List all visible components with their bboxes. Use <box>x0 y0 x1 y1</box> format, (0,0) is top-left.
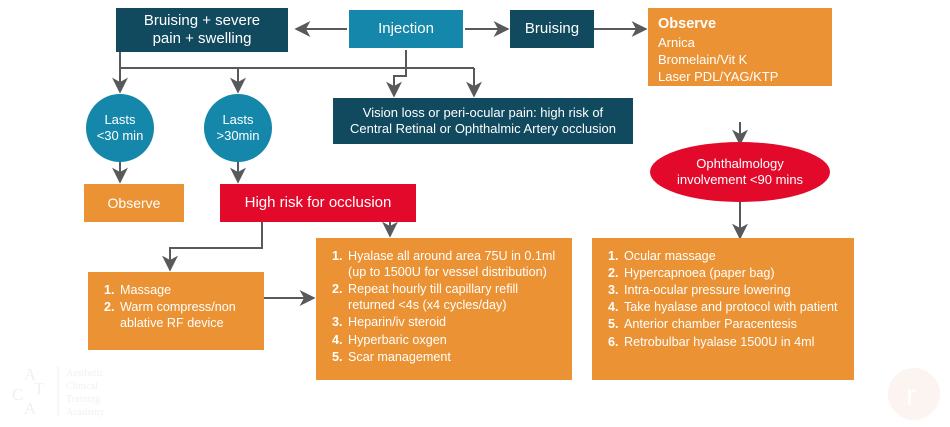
ocular-list-item: Take hyalase and protocol with patient <box>622 299 844 315</box>
observe-label: Observe <box>107 194 161 211</box>
massage-list-item: Massage <box>118 282 254 298</box>
node-high-risk-for-occlusion[interactable]: High risk for occlusion <box>220 184 416 222</box>
corner-logo-watermark: r <box>886 366 942 422</box>
ocular-list-item: Ocular massage <box>622 248 844 264</box>
node-hyalase-protocol[interactable]: Hyalase all around area 75U in 0.1ml (up… <box>316 238 572 380</box>
observe-treatment-item: Bromelain/Vit K <box>658 52 748 67</box>
node-bruising[interactable]: Bruising <box>510 10 594 48</box>
ocular-list-item: Intra-ocular pressure lowering <box>622 282 844 298</box>
hyalase-list-item: Hyperbaric oxgen <box>346 332 562 348</box>
lasts-under-30-line1: Lasts <box>104 111 136 127</box>
node-lasts-over-30-min[interactable]: Lasts >30min <box>204 94 272 162</box>
node-bruising-severe-pain-swelling[interactable]: Bruising + severe pain + swelling <box>116 8 288 52</box>
node-observe[interactable]: Observe <box>84 184 184 222</box>
high-risk-label: High risk for occlusion <box>244 194 392 212</box>
node-observe-treatments[interactable]: Observe Arnica Bromelain/Vit K Laser PDL… <box>648 8 832 86</box>
wire-high-risk-to-massage <box>162 222 263 272</box>
acta-logo-watermark: A C T A Aesthetic Clinical Training Acad… <box>8 358 136 422</box>
acta-letter-a2: A <box>24 399 37 418</box>
node-massage-warm-compress[interactable]: Massage Warm compress/non ablative RF de… <box>88 272 264 350</box>
node-vision-loss-warning[interactable]: Vision loss or peri-ocular pain: high ri… <box>333 98 633 144</box>
observe-treatment-item: Arnica <box>658 34 695 50</box>
observe-treatment-item: Laser PDL/YAG/KTP <box>658 69 779 85</box>
acta-word-training: Training <box>66 394 100 405</box>
hyalase-list: Hyalase all around area 75U in 0.1ml (up… <box>328 248 562 365</box>
acta-letter-a1: A <box>24 365 37 384</box>
lasts-over-30-line2: >30min <box>216 128 260 143</box>
ocular-list-item: Hypercapnoea (paper bag) <box>622 265 844 281</box>
acta-word-academy: Academy <box>66 407 104 418</box>
wire-injection-down-to-vision-loss <box>386 50 407 98</box>
massage-list-item: Warm compress/non ablative RF device <box>118 299 254 331</box>
ocular-list-item: Retrobulbar hyalase 1500U in 4ml <box>622 334 844 350</box>
vision-loss-line1: Vision loss or peri-ocular pain: high ri… <box>362 104 604 120</box>
hyalase-list-item: Hyalase all around area 75U in 0.1ml (up… <box>346 248 562 280</box>
node-lasts-under-30-min[interactable]: Lasts <30 min <box>86 94 154 162</box>
lasts-under-30-line2: <30 min <box>96 128 144 143</box>
acta-word-aesthetic: Aesthetic <box>66 368 104 379</box>
vision-loss-line2: Central Retinal or Ophthalmic Artery occ… <box>350 121 616 136</box>
hyalase-list-item: Heparin/iv steroid <box>346 314 562 330</box>
hyalase-list-item: Scar management <box>346 349 562 365</box>
hyalase-list-item: Repeat hourly till capillary refill retu… <box>346 281 562 313</box>
ocular-list-item: Anterior chamber Paracentesis <box>622 316 844 332</box>
acta-letter-c: C <box>12 385 23 404</box>
bruising-severe-line2: pain + swelling <box>152 30 252 47</box>
node-injection[interactable]: Injection <box>349 10 463 48</box>
acta-letter-t: T <box>34 379 45 398</box>
observe-treatments-heading: Observe <box>658 16 717 32</box>
ophthalmology-line2: involvement <90 mins <box>676 172 804 187</box>
wire-severe-to-circles-trunk <box>119 52 474 69</box>
ocular-list: Ocular massage Hypercapnoea (paper bag) … <box>604 248 844 350</box>
bruising-label: Bruising <box>524 20 580 38</box>
bruising-severe-line1: Bruising + severe <box>143 12 261 30</box>
ophthalmology-line1: Ophthalmology <box>696 155 784 171</box>
massage-list: Massage Warm compress/non ablative RF de… <box>100 282 254 331</box>
corner-logo-glyph: r <box>906 379 916 412</box>
injection-label: Injection <box>378 20 434 38</box>
corner-logo-circle <box>888 368 940 420</box>
node-ophthalmology-involvement[interactable]: Ophthalmology involvement <90 mins <box>650 142 830 202</box>
node-ocular-protocol[interactable]: Ocular massage Hypercapnoea (paper bag) … <box>592 238 854 380</box>
lasts-over-30-line1: Lasts <box>222 111 254 127</box>
acta-word-clinical: Clinical <box>66 381 98 392</box>
